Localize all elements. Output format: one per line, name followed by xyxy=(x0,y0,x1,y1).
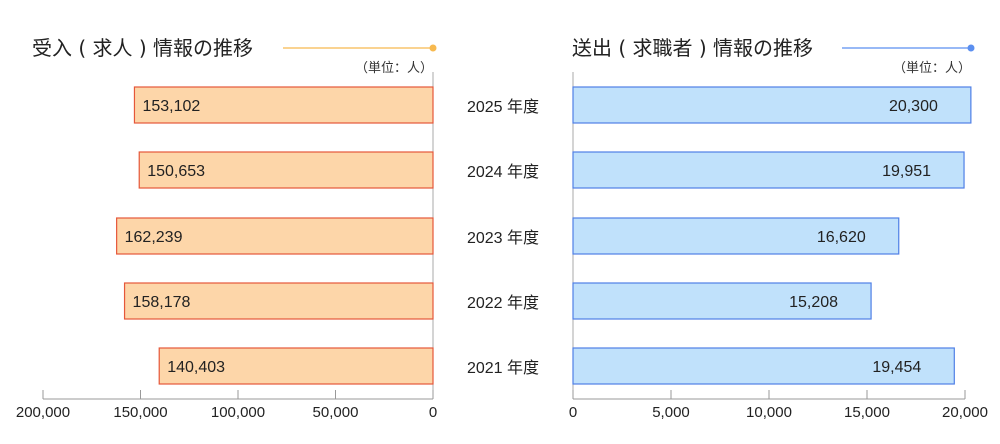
category-label: 2023 年度 xyxy=(467,229,539,247)
left-chart: 200,000 150,000 100,000 50,000 0 153,102 150,6… xyxy=(16,72,437,421)
left-tick-label: 150,000 xyxy=(113,404,167,421)
left-bar-value-label: 158,178 xyxy=(133,294,191,311)
left-bar xyxy=(138,151,434,189)
left-bar xyxy=(158,347,434,385)
left-bar xyxy=(116,217,434,255)
left-bar-value-label: 140,403 xyxy=(167,359,225,376)
left-tick-label: 100,000 xyxy=(211,404,265,421)
right-bar xyxy=(572,217,900,255)
left-bar-value-label: 153,102 xyxy=(142,98,200,115)
left-bar-value-label: 162,239 xyxy=(125,229,183,246)
left-tick-label: 50,000 xyxy=(313,404,359,421)
right-tick-label: 5,000 xyxy=(652,404,690,421)
right-chart-title: 送出 ( 求職者 ) 情報の推移 xyxy=(572,36,813,60)
left-chart-title: 受入 ( 求人 ) 情報の推移 xyxy=(32,36,253,60)
right-bar-value-label: 19,951 xyxy=(882,163,931,180)
right-bar xyxy=(572,86,972,124)
category-labels: 2025 年度 2024 年度 2023 年度 2022 年度 2021 年度 xyxy=(467,98,539,377)
right-unit-label: （単位：人） xyxy=(893,60,971,76)
left-bar xyxy=(123,282,434,320)
right-tick-label: 10,000 xyxy=(746,404,792,421)
left-unit-label: （単位：人） xyxy=(355,60,433,76)
category-label: 2021 年度 xyxy=(467,359,539,377)
category-label: 2025 年度 xyxy=(467,98,539,116)
left-tick-label: 200,000 xyxy=(16,404,70,421)
right-bar xyxy=(572,347,955,385)
left-bar xyxy=(133,86,434,124)
category-label: 2022 年度 xyxy=(467,294,539,312)
right-bar xyxy=(572,282,872,320)
right-bar xyxy=(572,151,965,189)
right-bar-value-label: 15,208 xyxy=(789,294,838,311)
left-title-accent-dot xyxy=(429,44,437,52)
right-bar-value-label: 19,454 xyxy=(872,359,921,376)
right-tick-label: 0 xyxy=(569,404,577,421)
left-tick-label: 0 xyxy=(429,404,437,421)
right-tick-label: 15,000 xyxy=(844,404,890,421)
right-bar-value-label: 20,300 xyxy=(889,98,938,115)
right-tick-label: 20,000 xyxy=(942,404,988,421)
category-label: 2024 年度 xyxy=(467,163,539,181)
right-title-accent-dot xyxy=(967,44,975,52)
left-bar-value-label: 150,653 xyxy=(147,163,205,180)
right-chart: 0 5,000 10,000 15,000 20,000 20,300 19,951 16,6… xyxy=(569,72,988,421)
right-bar-value-label: 16,620 xyxy=(817,229,866,246)
